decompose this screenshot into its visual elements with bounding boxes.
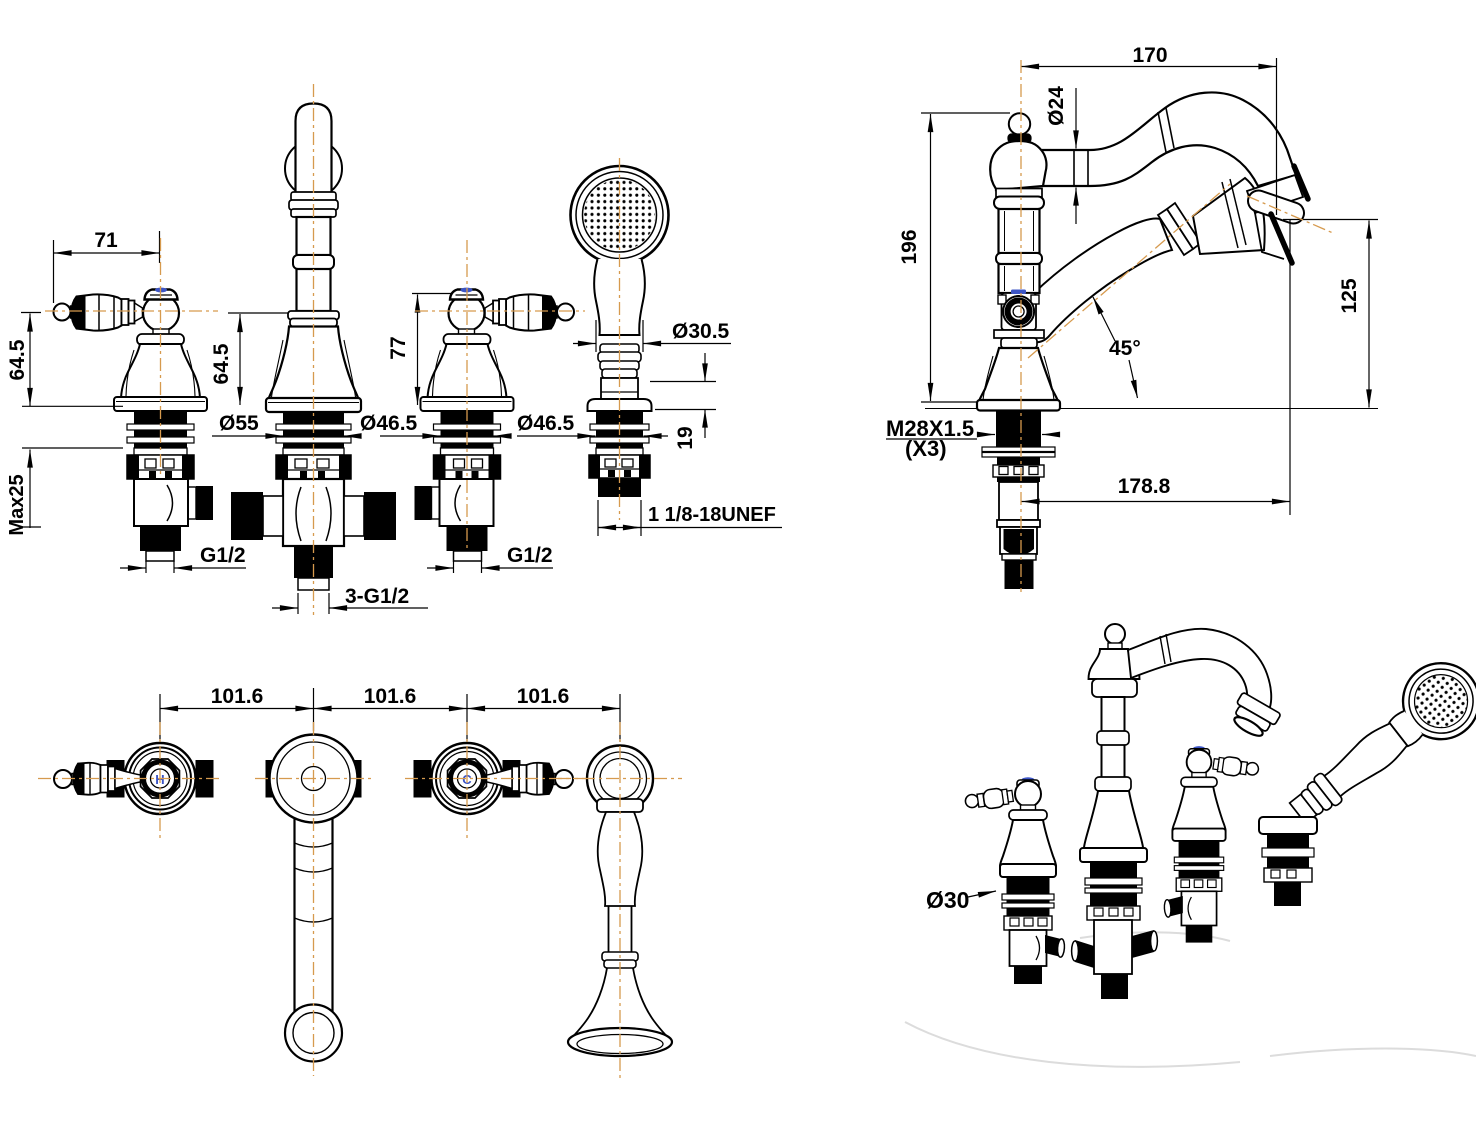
- svg-text:Ø46.5: Ø46.5: [360, 412, 418, 435]
- svg-text:3-G1/2: 3-G1/2: [345, 585, 409, 608]
- svg-text:71: 71: [94, 229, 118, 252]
- svg-text:G1/2: G1/2: [200, 544, 246, 567]
- svg-text:101.6: 101.6: [517, 685, 570, 708]
- svg-text:125: 125: [1338, 278, 1361, 313]
- svg-text:Ø55: Ø55: [219, 412, 259, 435]
- svg-text:Ø30: Ø30: [926, 887, 969, 913]
- svg-text:170: 170: [1132, 44, 1167, 67]
- svg-text:77: 77: [387, 336, 410, 359]
- svg-text:178.8: 178.8: [1118, 475, 1171, 498]
- svg-text:Ø30.5: Ø30.5: [672, 320, 730, 343]
- svg-text:G1/2: G1/2: [507, 544, 553, 567]
- svg-text:Max25: Max25: [6, 474, 28, 535]
- svg-text:1 1/8-18UNEF: 1 1/8-18UNEF: [648, 504, 776, 526]
- svg-text:Ø24: Ø24: [1045, 86, 1068, 126]
- svg-text:(X3): (X3): [905, 436, 947, 461]
- svg-text:M28X1.5: M28X1.5: [886, 416, 974, 441]
- svg-text:101.6: 101.6: [364, 685, 417, 708]
- svg-text:64.5: 64.5: [6, 339, 29, 380]
- svg-text:19: 19: [674, 426, 697, 449]
- svg-text:Ø46.5: Ø46.5: [517, 412, 575, 435]
- svg-text:196: 196: [898, 229, 921, 264]
- svg-text:45°: 45°: [1109, 337, 1141, 360]
- svg-text:64.5: 64.5: [210, 343, 233, 384]
- svg-text:101.6: 101.6: [211, 685, 264, 708]
